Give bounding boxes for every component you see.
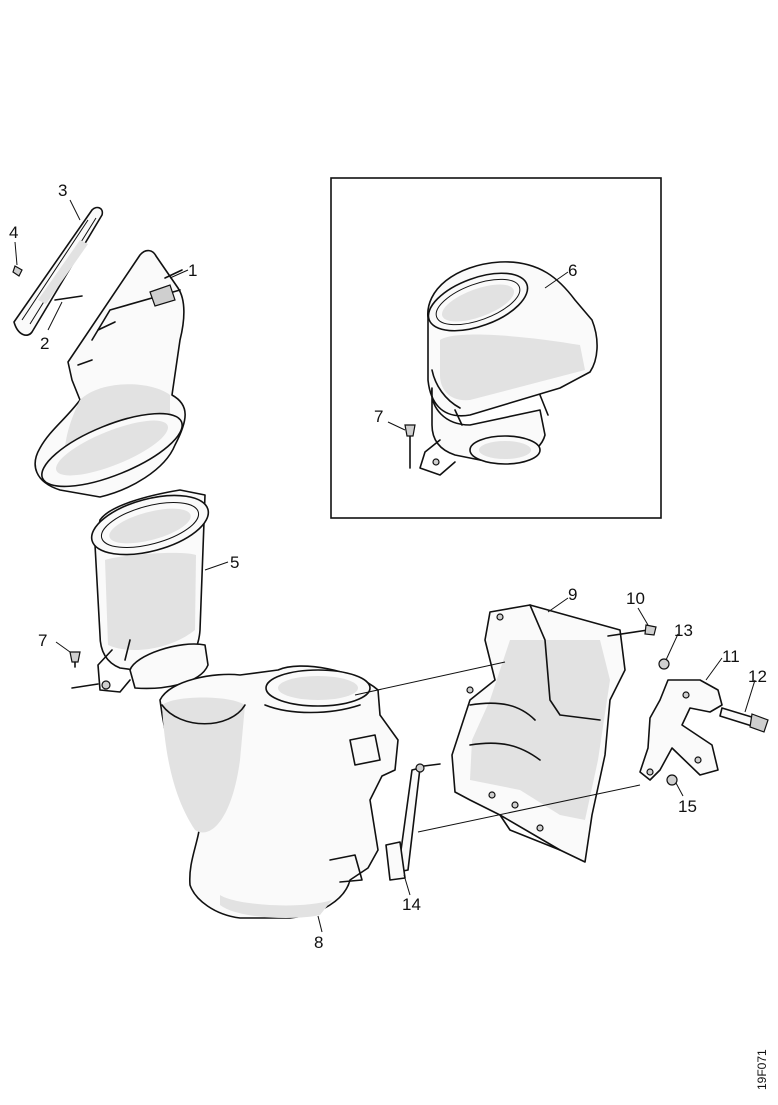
part-9-casing (451, 604, 626, 863)
inset-frame (330, 177, 662, 519)
part-5-middle-duct (90, 489, 210, 693)
part-3-seal-plate (13, 206, 104, 336)
callout-4: 4 (9, 223, 18, 242)
part-2-pin (54, 295, 83, 301)
callout-1: 1 (188, 261, 197, 280)
assembly-lines (354, 661, 641, 833)
part-7-screw-inset (404, 424, 416, 469)
figure-code: 19F071 (755, 1049, 769, 1090)
leader-lines (14, 199, 756, 933)
callout-3: 3 (58, 181, 67, 200)
callout-5: 5 (230, 553, 239, 572)
callout-8: 8 (314, 933, 323, 952)
part-14-rod (385, 763, 441, 881)
callout-2: 2 (40, 334, 49, 353)
callout-6: 6 (568, 261, 577, 280)
part-7-screw (69, 651, 99, 689)
callout-10: 10 (626, 589, 645, 608)
callout-13: 13 (674, 621, 693, 640)
part-13-nut (658, 658, 670, 670)
callout-numbers: 1 2 3 4 5 6 7 7 8 9 10 11 12 13 14 15 (9, 181, 767, 952)
callout-7-inset: 7 (374, 407, 383, 426)
part-10-screw (607, 624, 657, 637)
part-1-upper-duct (34, 249, 186, 498)
part-15-nut (666, 774, 678, 786)
part-8-housing (159, 665, 399, 919)
part-12-bolt (719, 707, 769, 733)
part-11-bracket (639, 679, 723, 781)
callout-7: 7 (38, 631, 47, 650)
callout-9: 9 (568, 585, 577, 604)
part-6-duct (419, 261, 598, 476)
callout-12: 12 (748, 667, 767, 686)
callout-15: 15 (678, 797, 697, 816)
callout-14: 14 (402, 895, 421, 914)
callout-11: 11 (722, 647, 740, 666)
part-4-clip (12, 265, 23, 277)
